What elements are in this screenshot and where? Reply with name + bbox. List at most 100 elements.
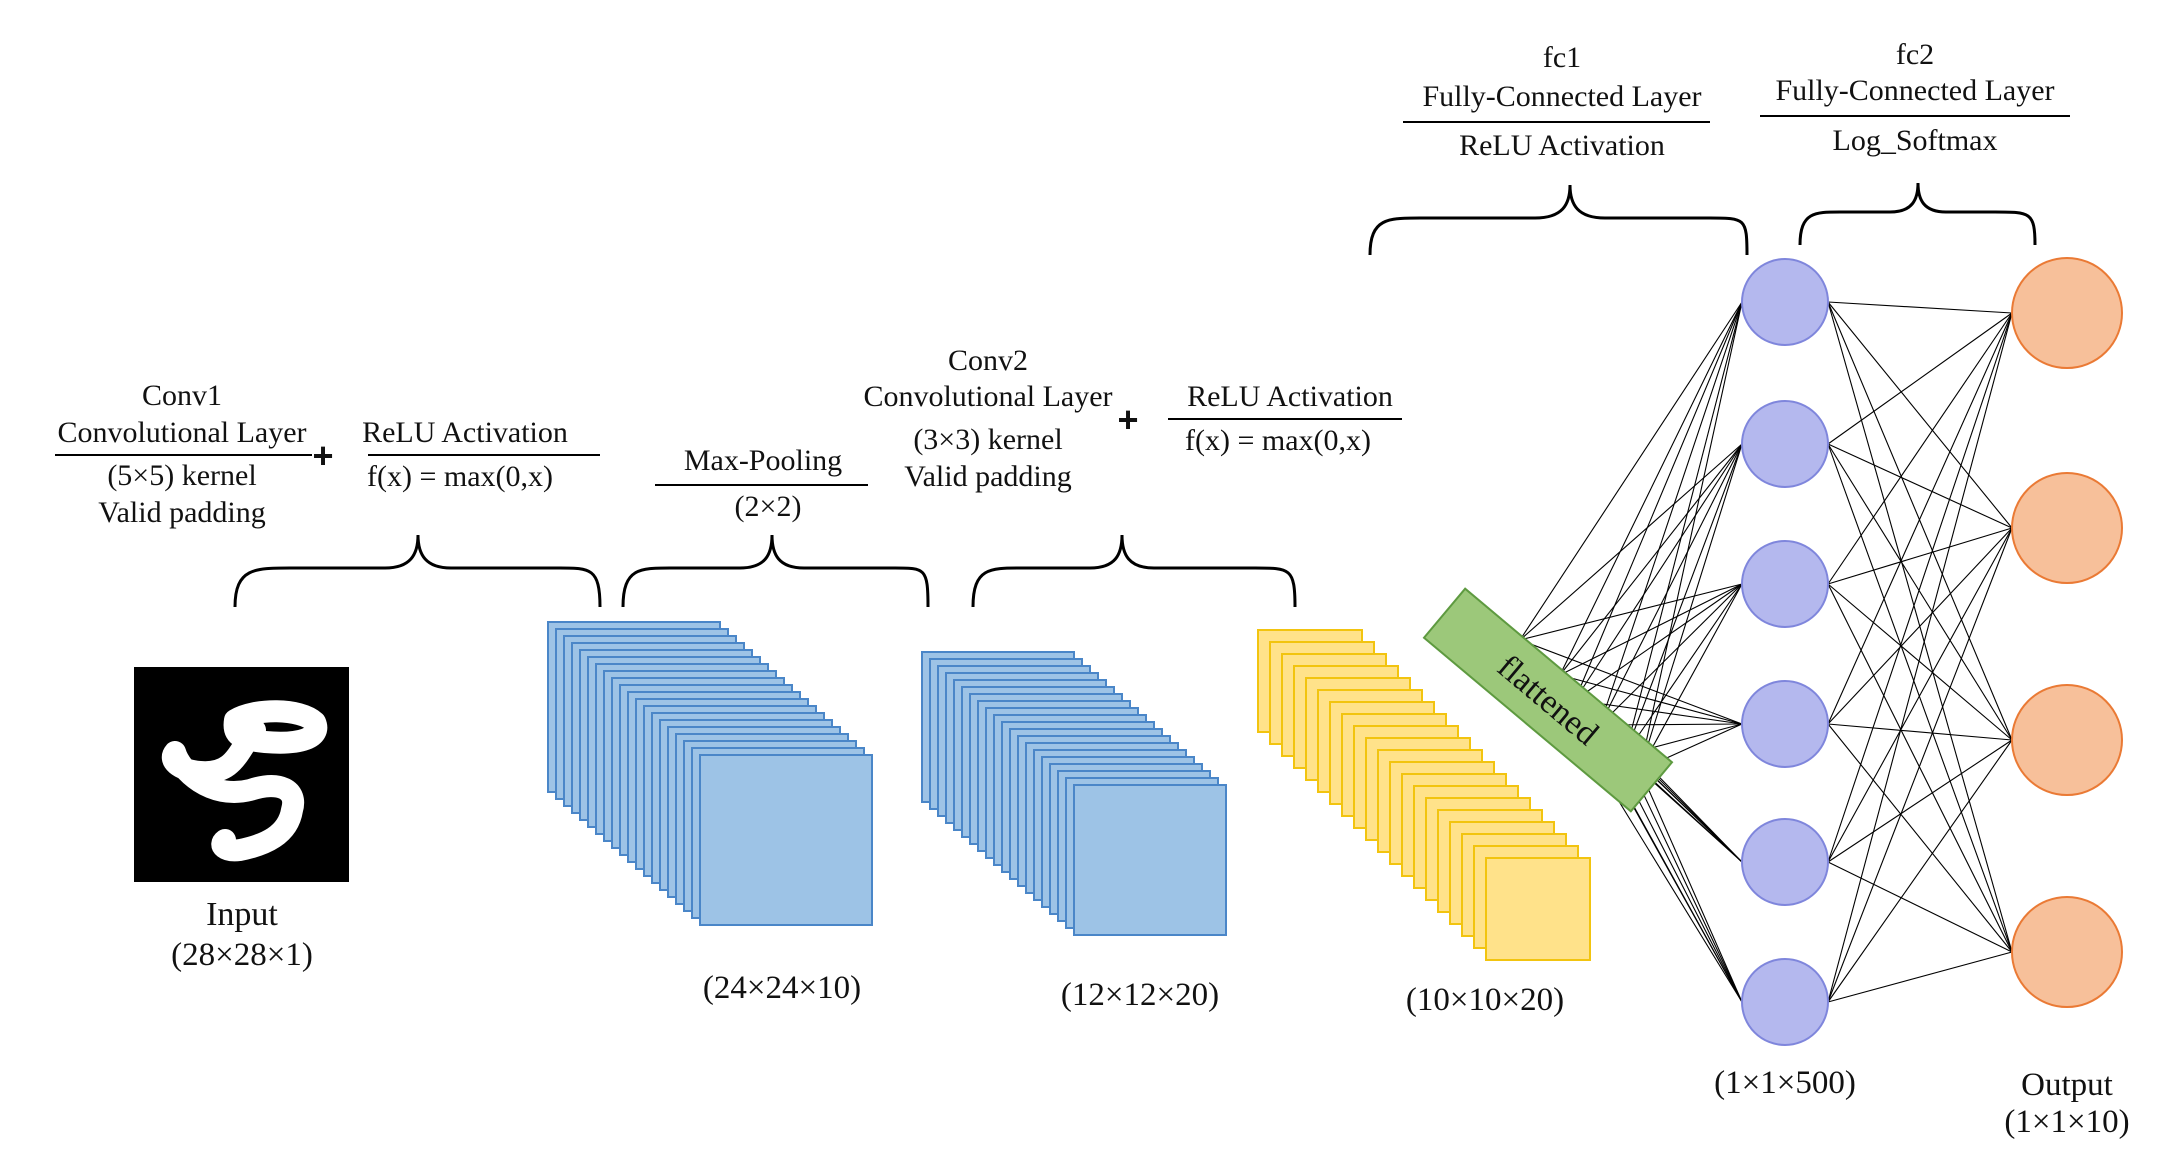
fc1-label-block: fc1 Fully-Connected Layer ReLU Activatio… xyxy=(1403,41,1710,162)
feature-map-stack-2-map-20 xyxy=(1073,784,1227,936)
hidden-dims: (1×1×500) xyxy=(1714,1065,1856,1101)
pool-label-block: Max-Pooling (2×2) xyxy=(655,444,868,523)
relu2-label-block: ReLU Activation f(x) = max(0,x) xyxy=(1168,380,1402,457)
output-node-3 xyxy=(2011,684,2123,796)
hidden-to-output-line xyxy=(1827,583,2013,953)
hidden-to-output-line xyxy=(1827,527,2013,1003)
conv1-relu-brace xyxy=(233,534,602,608)
flattened-rect xyxy=(1422,587,1674,813)
hidden-node-6 xyxy=(1741,958,1829,1046)
fc2-activation: Log_Softmax xyxy=(1833,124,1998,157)
conv1-name: Conv1 xyxy=(142,379,222,412)
relu2-formula: f(x) = max(0,x) xyxy=(1185,424,1371,457)
flat-to-hidden-line xyxy=(1599,583,1743,726)
conv2-name: Conv2 xyxy=(948,344,1028,377)
hidden-to-output-line xyxy=(1827,527,2013,725)
flat-to-hidden-line xyxy=(1519,639,1743,725)
fc1-brace xyxy=(1368,184,1749,256)
fc2-layer: Fully-Connected Layer xyxy=(1775,74,2054,107)
conv2-label-block: Conv2 Convolutional Layer (3×3) kernel V… xyxy=(863,344,1112,493)
output-label: Output xyxy=(2021,1067,2113,1103)
fc1-layer: Fully-Connected Layer xyxy=(1422,80,1701,113)
relu1-label-block: ReLU Activation f(x) = max(0,x) xyxy=(362,416,600,493)
hidden-layer-nodes xyxy=(1741,258,1829,1046)
feature-map-stack-1 xyxy=(547,621,873,926)
hidden-to-output-line xyxy=(1827,583,2013,741)
hidden-node-5 xyxy=(1741,818,1829,906)
hidden-to-output-line xyxy=(1827,312,2013,1003)
hidden-node-2 xyxy=(1741,400,1829,488)
flat-to-hidden-line xyxy=(1519,301,1743,641)
flat-to-hidden-line xyxy=(1599,301,1743,726)
flat-to-hidden-line xyxy=(1624,301,1743,756)
hidden-node-1 xyxy=(1741,258,1829,346)
flat-to-hidden-line xyxy=(1519,583,1743,641)
output-node-4 xyxy=(2011,896,2123,1008)
flat-to-hidden-line xyxy=(1639,583,1743,771)
hidden-to-output-line xyxy=(1827,443,2013,953)
feature-map-stack-1-map-20 xyxy=(699,754,873,926)
flat-to-hidden-line xyxy=(1519,443,1743,641)
hidden-to-output-line xyxy=(1827,301,2013,314)
hidden-node-3 xyxy=(1741,540,1829,628)
relu1-title: ReLU Activation xyxy=(362,416,568,449)
fc2-brace xyxy=(1798,182,2037,246)
conv2-layer: Convolutional Layer xyxy=(863,380,1112,413)
flat-to-hidden-line xyxy=(1559,301,1743,676)
conv2-kernel: (3×3) kernel xyxy=(913,423,1062,456)
hidden-to-output-line xyxy=(1827,527,2013,585)
pool-brace xyxy=(621,534,930,608)
hidden-to-output-line xyxy=(1827,312,2013,585)
fc2-label-block: fc2 Fully-Connected Layer Log_Softmax xyxy=(1760,38,2070,157)
flat-to-hidden-line xyxy=(1559,583,1743,676)
conv1-kernel: (5×5) kernel xyxy=(107,459,256,492)
hidden-to-output-line xyxy=(1827,301,2013,741)
fc1-name: fc1 xyxy=(1543,41,1581,74)
flat-to-hidden-line xyxy=(1639,769,1743,1003)
hidden-node-4 xyxy=(1741,680,1829,768)
hidden-to-output-line xyxy=(1827,301,2013,529)
feature-map-stack-2 xyxy=(921,651,1227,936)
feature-map-stack-3 xyxy=(1257,629,1591,961)
output-dims: (1×1×10) xyxy=(2004,1104,2129,1140)
input-dims: (28×28×1) xyxy=(171,937,313,973)
flat-to-hidden-line xyxy=(1559,674,1743,725)
relu2-title: ReLU Activation xyxy=(1187,380,1393,413)
hidden-to-output-line xyxy=(1827,527,2013,863)
hidden-to-output-line xyxy=(1827,861,2013,953)
flat-to-hidden-line xyxy=(1624,443,1743,756)
hidden-to-output-line xyxy=(1827,312,2013,725)
hidden-to-output-line xyxy=(1827,723,2013,741)
feature-map-stack-3-map-20 xyxy=(1485,857,1591,961)
relu1-formula: f(x) = max(0,x) xyxy=(367,460,553,493)
conv1-layer: Convolutional Layer xyxy=(57,416,306,449)
flat-to-hidden-line xyxy=(1624,583,1743,756)
plus-sign-2: + xyxy=(1117,399,1138,440)
flat-to-hidden-line xyxy=(1599,443,1743,726)
input-label: Input xyxy=(206,896,278,933)
stack3-dims: (10×10×20) xyxy=(1406,982,1564,1018)
hidden-to-output-line xyxy=(1827,739,2013,863)
conv1-label-block: Conv1 Convolutional Layer (5×5) kernel V… xyxy=(55,379,312,529)
stack1-dims: (24×24×10) xyxy=(703,970,861,1006)
hidden-to-output-line xyxy=(1827,443,2013,529)
flat-to-hidden-line xyxy=(1639,301,1743,771)
flat-to-hidden-line xyxy=(1574,301,1743,701)
output-node-1 xyxy=(2011,257,2123,369)
flat-to-hidden-line xyxy=(1574,583,1743,701)
input-image xyxy=(134,667,349,882)
pool-title: Max-Pooling xyxy=(684,444,842,477)
flat-to-hidden-line xyxy=(1559,443,1743,676)
fc1-activation: ReLU Activation xyxy=(1459,129,1665,162)
flat-to-hidden-line xyxy=(1639,769,1743,863)
stack2-dims: (12×12×20) xyxy=(1061,977,1219,1013)
plus-sign-1: + xyxy=(312,435,333,476)
flat-to-hidden-line xyxy=(1574,443,1743,701)
hidden-to-output-line xyxy=(1827,723,2013,953)
pool-size: (2×2) xyxy=(735,490,802,523)
hidden-to-output-line xyxy=(1827,312,2013,863)
hidden-to-output-line xyxy=(1827,951,2013,1003)
hidden-to-output-line xyxy=(1827,739,2013,1003)
hidden-to-output-line xyxy=(1827,301,2013,953)
